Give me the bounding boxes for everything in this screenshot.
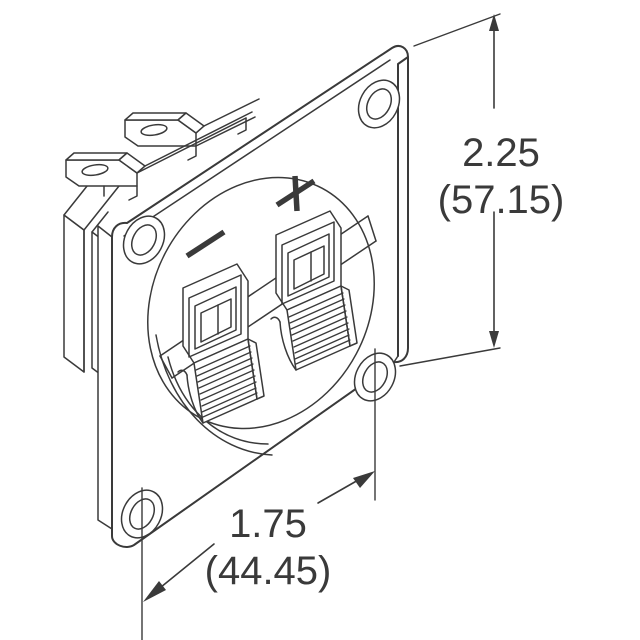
terminal-positive[interactable] (270, 210, 358, 371)
width-dimension-secondary: (44.45) (205, 549, 332, 593)
solder-tab-rear (124, 112, 205, 161)
tab-slot-oval-2 (81, 163, 109, 177)
arrow-head-up (489, 14, 499, 31)
tab-mounting-rail (136, 98, 260, 174)
width-dimension-primary: 1.75 (229, 502, 307, 546)
front-plate (97, 45, 409, 548)
arrow-head-right (353, 471, 375, 488)
mounting-hole-top-right (357, 79, 401, 129)
dimension-width: 1.75 (44.45) (141, 348, 376, 640)
arrow-head-left (143, 581, 166, 602)
height-dimension-primary: 2.25 (462, 131, 540, 175)
height-dimension-secondary: (57.15) (438, 178, 565, 222)
tab-slot-oval (140, 123, 168, 137)
polarity-mark-plus (275, 175, 316, 212)
dimension-height: 2.25 (57.15) (399, 13, 565, 367)
polarity-mark-minus (185, 229, 226, 259)
arrow-head-down (489, 331, 499, 348)
mounting-hole-top-left (122, 215, 166, 265)
solder-tab-front (65, 152, 146, 201)
terminal-negative[interactable] (177, 263, 265, 424)
